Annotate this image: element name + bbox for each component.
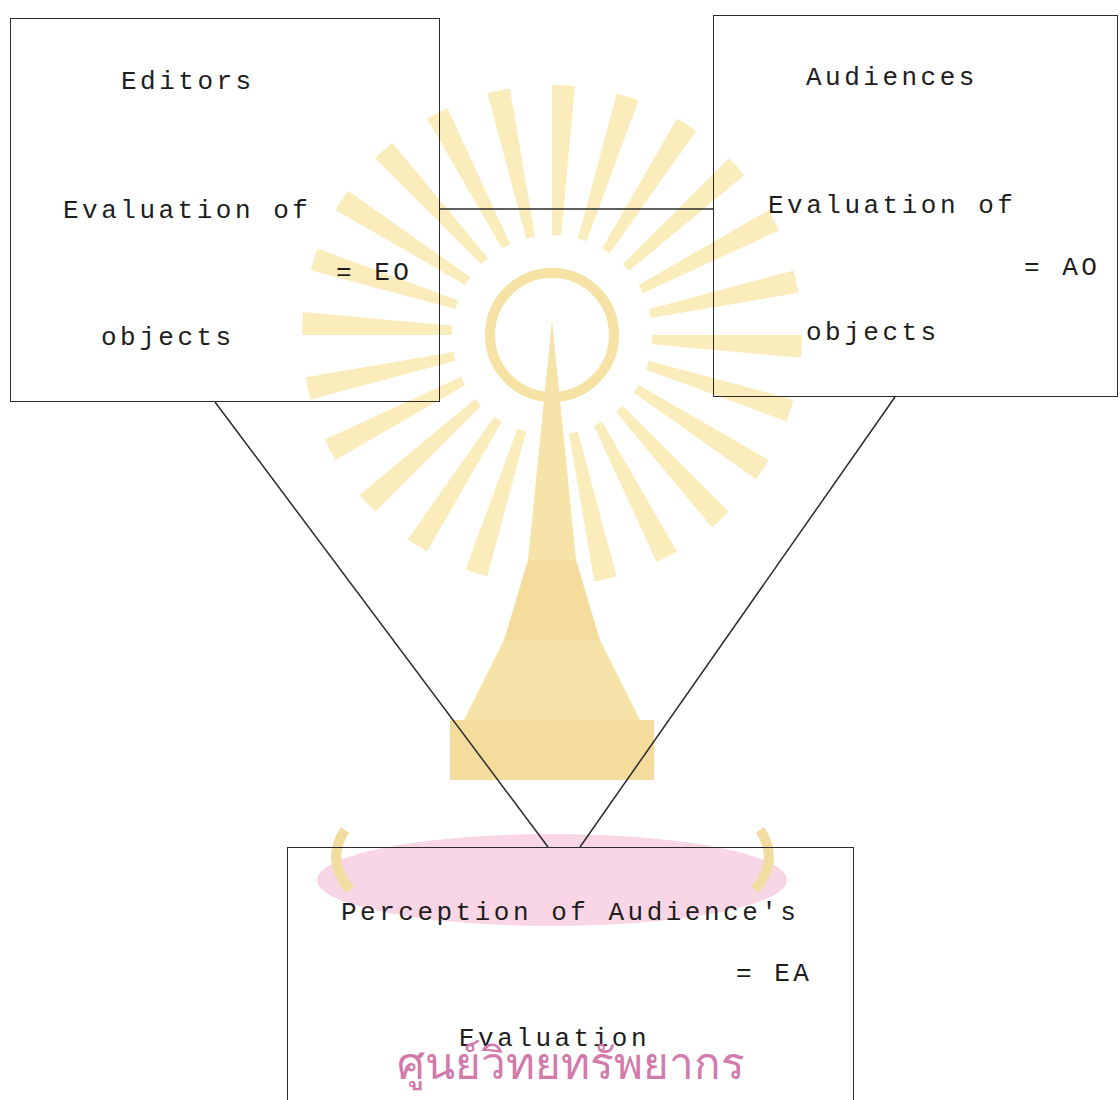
- process-box: EditorsEvaluation of objects= EO: [10, 18, 440, 402]
- emblem-tassels: [336, 830, 769, 890]
- box-text: = EA: [736, 959, 812, 989]
- box-heading: Audiences: [806, 63, 978, 93]
- emblem-base-block: [450, 720, 654, 780]
- box-text: = AO: [1024, 253, 1100, 283]
- watermark-text: ศูนย์วิทยทรัพยากร: [292, 1028, 849, 1098]
- connector-line: [580, 397, 895, 847]
- connector-line: [440, 208, 713, 210]
- process-box: AudiencesEvaluation of objects= AO: [713, 15, 1118, 397]
- connector-line: [215, 402, 548, 847]
- box-heading: Editors: [121, 67, 255, 97]
- emblem-spire: [528, 320, 576, 560]
- box-text: = EO: [336, 258, 412, 288]
- emblem-tier: [464, 640, 640, 720]
- emblem-tier: [504, 560, 600, 640]
